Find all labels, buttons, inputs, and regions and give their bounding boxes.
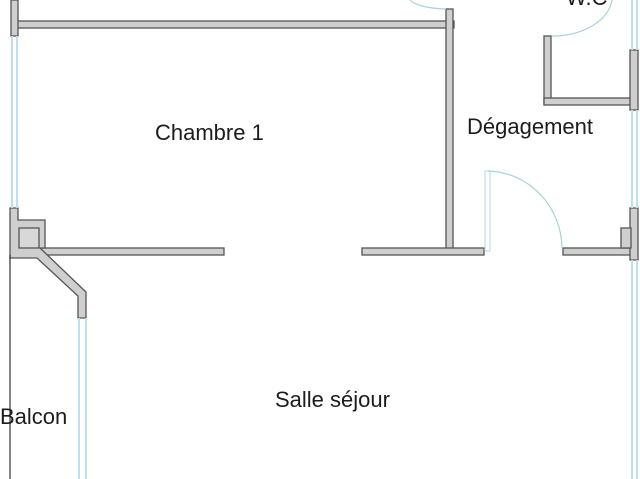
wall-corner-pillar xyxy=(9,207,87,319)
room-label-wc: W.C xyxy=(566,0,608,10)
pillar-inner xyxy=(18,227,40,249)
room-label-degagement: Dégagement xyxy=(467,114,593,139)
wall-right-upper xyxy=(629,49,639,111)
room-label-chambre: Chambre 1 xyxy=(155,120,264,145)
window-right-mid xyxy=(631,110,638,208)
wall-right-notch xyxy=(620,227,632,249)
window-right-bottom xyxy=(631,260,638,479)
room-label-sejour: Salle séjour xyxy=(275,387,390,412)
door-leaf-degagement xyxy=(484,170,491,252)
door-arc-wc xyxy=(551,0,613,37)
wall-chambre-right xyxy=(445,8,454,254)
wall-wc-left xyxy=(543,35,552,105)
window-balcon xyxy=(78,318,87,479)
wall-left-stub xyxy=(10,0,19,37)
wall-chambre-bottom-right xyxy=(361,247,485,256)
wall-top-chambre xyxy=(13,20,455,29)
window-chambre-left xyxy=(11,36,18,208)
window-right-top xyxy=(631,0,638,50)
room-label-balcon: Balcon xyxy=(0,404,67,429)
door-arc-degagement xyxy=(487,170,563,249)
wall-wc-bottom xyxy=(543,97,633,106)
wall-degagement-bottom xyxy=(562,247,634,256)
door-arc-top xyxy=(409,0,447,10)
